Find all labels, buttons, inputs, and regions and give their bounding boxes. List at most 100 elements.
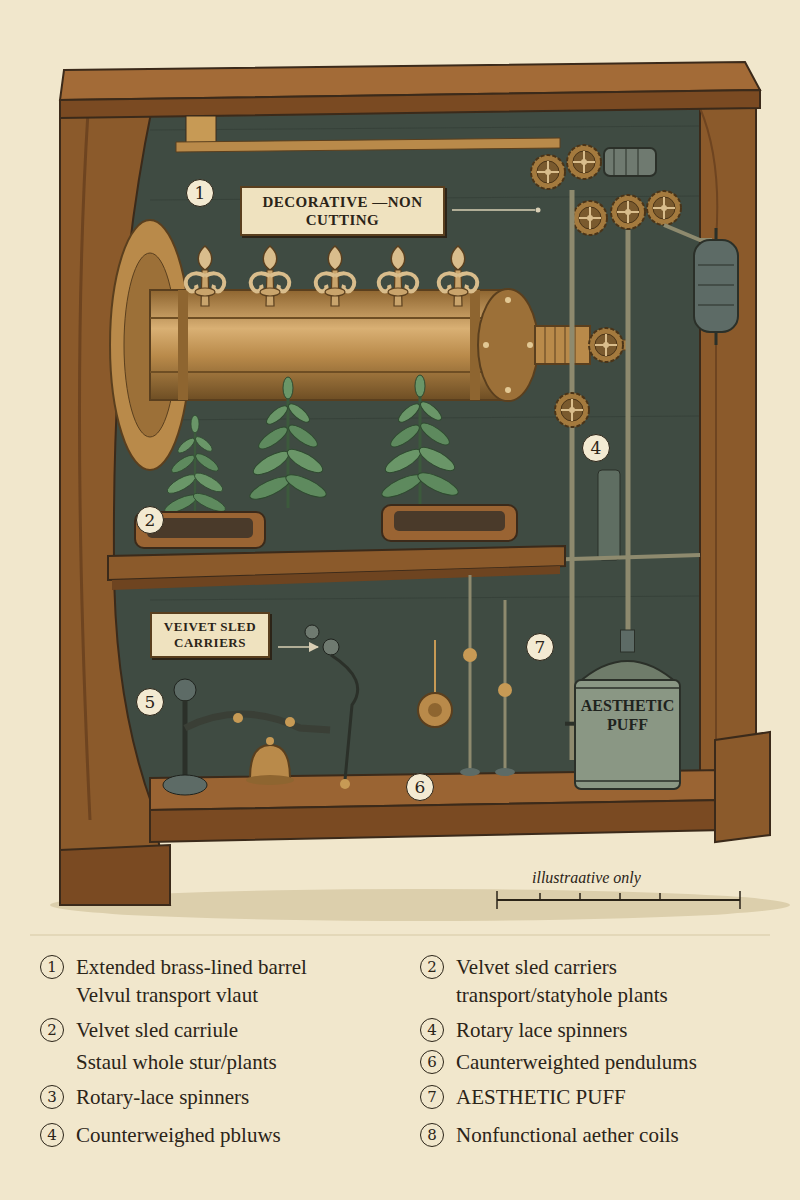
- brass-barrel: [150, 289, 630, 401]
- cabinet-side-right: [700, 96, 756, 780]
- legend-number: 2: [420, 955, 444, 979]
- legend-number: 3: [40, 1085, 64, 1109]
- pendulum: [418, 693, 452, 727]
- brass-barrel: [483, 342, 489, 348]
- gear-train: [573, 201, 607, 235]
- velvet-sled: [394, 511, 505, 531]
- legend-number: 6: [420, 1050, 444, 1074]
- pipe: [598, 470, 620, 560]
- plant: [379, 375, 461, 506]
- callout-number: 6: [406, 773, 434, 801]
- scale-bar: [497, 899, 740, 901]
- gear-train: [611, 195, 645, 229]
- cabinet-base: [150, 800, 725, 842]
- lever-mechanism: [331, 655, 358, 780]
- gear-train: [531, 145, 681, 362]
- legend-text: Rotary lace spinners: [456, 1017, 627, 1043]
- callout-number: 5: [136, 688, 164, 716]
- brass-barrel: [478, 289, 538, 401]
- scale-bar: [497, 891, 740, 909]
- pendulum: [498, 683, 512, 697]
- brass-barrel: [535, 326, 590, 364]
- callout-number: 2: [136, 506, 164, 534]
- gear-train: [567, 145, 601, 179]
- legend-text: Velvul transport vlaut: [76, 982, 258, 1008]
- ornament: [439, 246, 478, 306]
- pipe: [555, 393, 589, 427]
- cabinet-top: [60, 90, 760, 118]
- bell: [246, 775, 294, 785]
- velvet-sled: [135, 505, 517, 548]
- gear-train: [614, 148, 638, 176]
- ornament: [379, 246, 418, 306]
- legend-text: Sstaul whole stur/plants: [76, 1049, 277, 1075]
- lever-mechanism: [285, 717, 295, 727]
- lever-mechanism: [305, 625, 319, 639]
- legend-text: Extended brass-lined barrel: [76, 954, 307, 980]
- ornament: [186, 246, 478, 306]
- aether-coil: [715, 228, 718, 345]
- bell: [246, 737, 294, 785]
- cabinet-side-right: [700, 96, 756, 780]
- legend-rule: [30, 935, 770, 936]
- gear-train: [647, 191, 681, 225]
- scale-bar: [497, 891, 740, 909]
- canister: AESTHETIC PUFF: [565, 628, 690, 793]
- lever-mechanism: [163, 775, 207, 795]
- ornament: [316, 246, 355, 306]
- brass-barrel: [178, 290, 188, 400]
- lever-mechanism: [185, 714, 330, 730]
- callout-number: 4: [582, 434, 610, 462]
- pendulum: [428, 703, 442, 717]
- cabinet-top: [60, 62, 760, 152]
- gear-train: [531, 155, 565, 189]
- lever-mechanism: [323, 639, 339, 655]
- lever-mechanism: [233, 713, 243, 723]
- label-plaque: DECORATIVE —NON CUTTING: [240, 186, 445, 236]
- plant-shelf: [108, 546, 565, 590]
- label-plaque: VEIVET SLED CARRIERS: [150, 612, 270, 658]
- pipe: [540, 190, 712, 760]
- aether-coil: [694, 240, 738, 332]
- cabinet-back: [110, 104, 722, 795]
- cabinet-side-right: [700, 108, 717, 770]
- legend-number: 2: [40, 1018, 64, 1042]
- legend-text: Nonfunctional aether coils: [456, 1122, 679, 1148]
- ornament: [251, 246, 290, 306]
- callout-number: 7: [526, 633, 554, 661]
- pendulum: [460, 768, 480, 776]
- cabinet-top: [186, 116, 216, 144]
- lever-mechanism: [183, 700, 188, 780]
- canister-body: [575, 680, 680, 789]
- plant-shelf: [112, 566, 560, 590]
- leader-line: [536, 208, 541, 213]
- pendulum: [463, 648, 477, 662]
- legend-rule: [30, 935, 770, 936]
- node-text: VEIVET SLED CARRIERS: [160, 619, 260, 651]
- plant: [247, 377, 329, 508]
- aether-coil: [698, 265, 734, 305]
- legend-text: transport/statyhole plants: [456, 982, 668, 1008]
- gear-train: [589, 328, 623, 362]
- legend-number: 4: [40, 1123, 64, 1147]
- brass-barrel: [527, 342, 533, 348]
- cabinet-base: [715, 732, 770, 842]
- legend-text: Rotary-lace spinners: [76, 1084, 249, 1110]
- scale-note: illustraative only: [532, 868, 641, 888]
- brass-barrel: [150, 318, 510, 372]
- legend-text: Velvet sled carriers: [456, 954, 617, 980]
- legend-number: 4: [420, 1018, 444, 1042]
- legend-number: 7: [420, 1085, 444, 1109]
- cabinet-back: [110, 104, 722, 795]
- callout-number: 1: [186, 179, 214, 207]
- gear-train: [604, 148, 656, 176]
- aether-coil: [694, 228, 738, 345]
- legend-text: Caunterweighted pendulums: [456, 1049, 697, 1075]
- pendulum: [418, 575, 515, 776]
- cabinet-top: [176, 138, 560, 152]
- leader-line: [452, 209, 535, 211]
- node-text: AESTHETIC PUFF: [573, 696, 682, 734]
- canister-tap: [565, 722, 575, 726]
- legend-number: 8: [420, 1123, 444, 1147]
- plant: [162, 375, 461, 520]
